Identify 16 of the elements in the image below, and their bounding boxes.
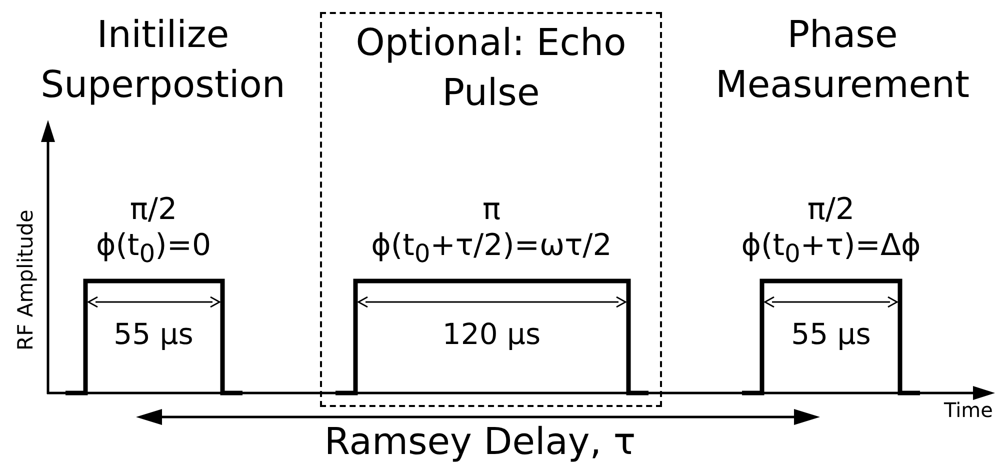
axis-label: Time — [944, 398, 993, 422]
pulse-angle: π/2 — [128, 192, 178, 228]
pulse-angle: π — [481, 192, 502, 228]
pulse-phase: ϕ(t$_{0}$)=0 — [94, 228, 212, 270]
pulse-duration: 120 μs — [441, 316, 542, 352]
section-heading: Optional: Echo Pulse — [354, 20, 628, 116]
section-heading: Initilize Superpostion — [40, 12, 286, 108]
pulse-angle: π/2 — [806, 192, 856, 228]
pulse-phase: ϕ(t$_{0}$+τ)=Δϕ — [740, 228, 922, 270]
delay-label: Ramsey Delay, τ — [323, 419, 637, 465]
axis-label: RF Amplitude — [12, 210, 37, 350]
pulse-duration: 55 μs — [112, 316, 194, 352]
pulse-phase: ϕ(t$_{0}$+τ/2)=ωτ/2 — [370, 228, 613, 270]
section-heading: Phase Measurement — [714, 12, 970, 108]
dashed-frame — [320, 12, 662, 407]
pulse-duration: 55 μs — [790, 316, 872, 352]
